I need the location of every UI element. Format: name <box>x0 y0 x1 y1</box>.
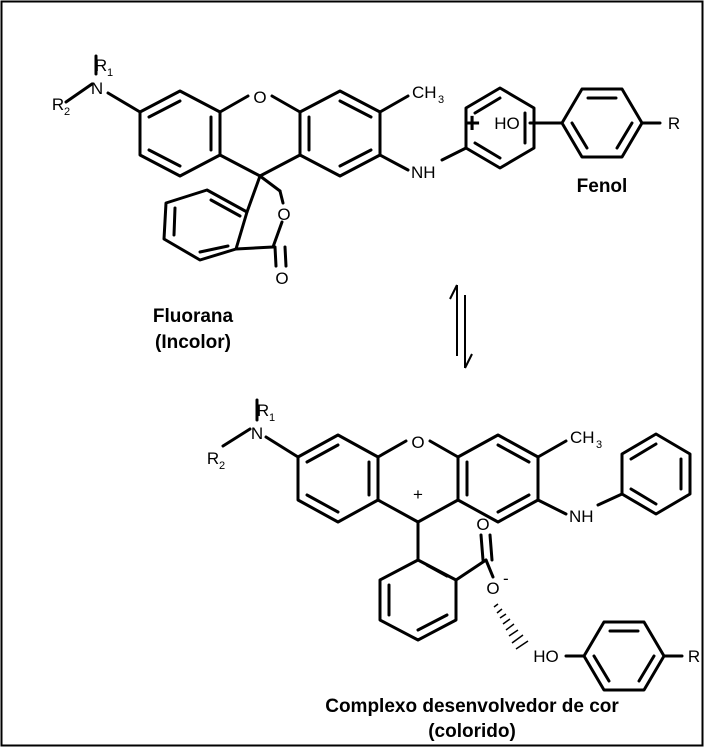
phenol-name: Fenol <box>577 176 628 197</box>
fluoran-lactone-oxygen: O <box>277 205 290 224</box>
plus-sign: + <box>464 107 480 138</box>
complex-carbonyl-oxygen: O <box>476 515 489 534</box>
fluoran-state: (Incolor) <box>155 332 231 353</box>
fluoran-ch-subscript: 3 <box>438 94 444 106</box>
complex-oxide-oxygen: O <box>486 579 499 598</box>
complex-name: Complexo desenvolvedor de cor <box>325 696 619 717</box>
complex-ring-oxygen: O <box>411 433 424 452</box>
fluoran-right-ring <box>298 89 382 178</box>
complex-phenol-r-label: R <box>688 647 700 666</box>
fluoran-ch-label: CH <box>412 83 437 102</box>
fluoran-lactone <box>234 174 288 268</box>
complex-left-ring <box>296 433 380 524</box>
phenol-molecule: HO R Fenol <box>494 87 680 197</box>
complex-ch-subscript: 3 <box>596 439 602 451</box>
fluoran-r1-subscript: 1 <box>107 67 113 79</box>
complex-r1-subscript: 1 <box>269 412 275 424</box>
complex-phenol-ring <box>564 620 684 692</box>
complex-ch-label: CH <box>570 428 595 447</box>
fluoran-r2-subscript: 2 <box>64 106 70 118</box>
complex-anion-charge: - <box>503 569 509 588</box>
complex-phenol-ho-label: HO <box>533 647 559 666</box>
fluoran-benzo-ring <box>162 188 249 262</box>
fluoran-n-label: N <box>91 79 103 98</box>
phenol-ho-label: HO <box>494 114 520 133</box>
fluoran-r2-label: R <box>52 95 64 114</box>
fluoran-molecule: R 1 N R 2 O CH 3 NH O O Fluorana (Incolo… <box>52 54 536 353</box>
fluoran-left-ring <box>138 89 222 178</box>
complex-aniline-ring <box>596 432 692 516</box>
phenol-r-label: R <box>668 114 680 133</box>
fluoran-name: Fluorana <box>153 306 234 327</box>
fluoran-r1-label: R <box>95 56 107 75</box>
hydrogen-bond <box>493 603 529 650</box>
complex-n-label: N <box>251 424 263 443</box>
fluoran-ring-oxygen: O <box>253 88 266 107</box>
complex-cation-charge: + <box>413 485 423 504</box>
complex-r2-subscript: 2 <box>219 460 225 472</box>
fluoran-aniline-ring <box>440 86 536 170</box>
color-complex-molecule: R 1 N R 2 O CH 3 NH + O O - HO R Complex… <box>207 398 700 742</box>
complex-nh-label: NH <box>569 507 594 526</box>
fluoran-nh-label: NH <box>411 163 436 182</box>
complex-r1-label: R <box>257 401 269 420</box>
complex-r2-label: R <box>207 449 219 468</box>
fluoran-carbonyl-oxygen: O <box>275 269 288 288</box>
complex-right-ring <box>456 433 540 524</box>
equilibrium-arrows <box>449 284 473 369</box>
complex-benzoate-ring <box>378 558 458 642</box>
complex-state: (colorido) <box>428 721 516 742</box>
